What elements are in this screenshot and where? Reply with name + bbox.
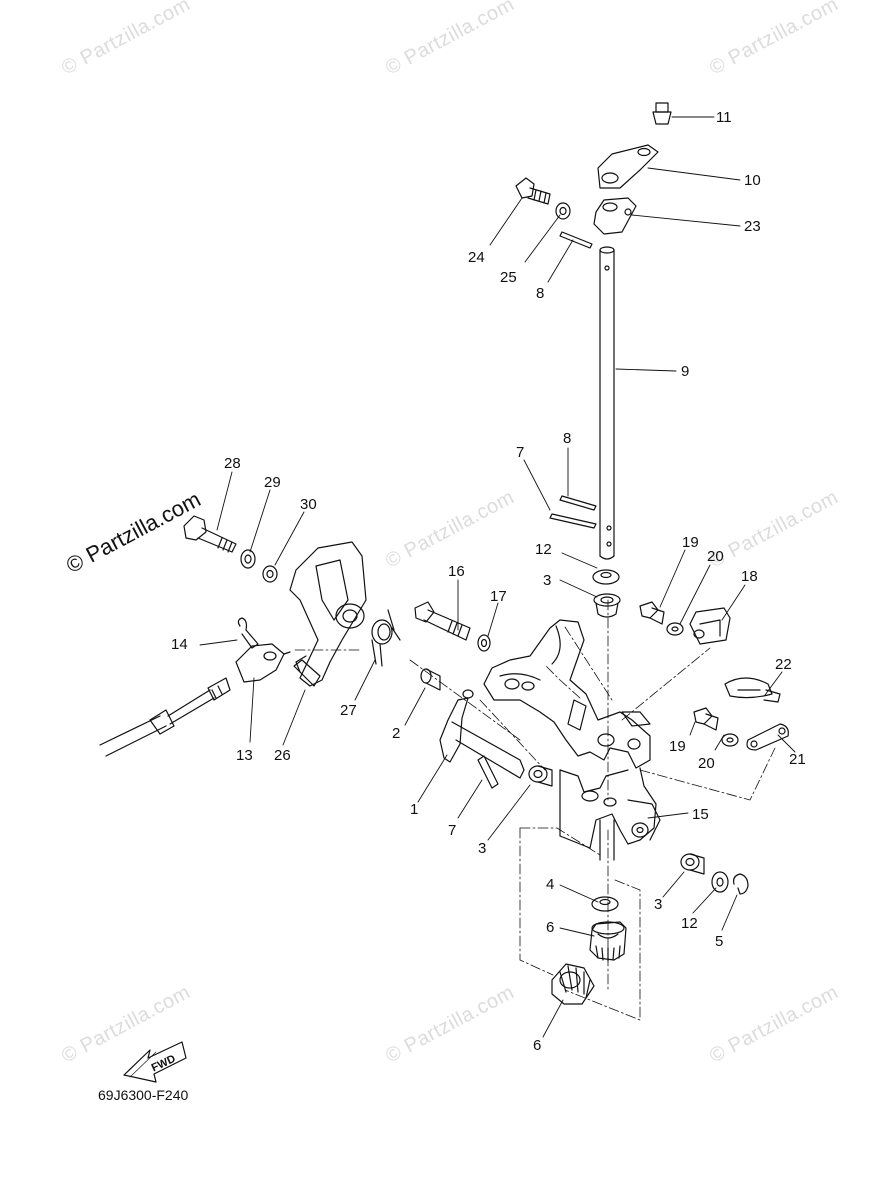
part-5-circlip	[733, 873, 749, 895]
leader-lines	[199, 116, 796, 1038]
callout-4: 4	[546, 876, 555, 893]
alignment-lines	[294, 599, 776, 1021]
part-17-washer	[477, 634, 491, 652]
part-6-gear	[551, 963, 595, 1005]
part-30-washer	[262, 565, 278, 583]
callout-13: 13	[236, 747, 253, 764]
callout-3: 3	[478, 840, 487, 857]
part-19-bolt	[639, 601, 665, 625]
callout-6: 6	[533, 1037, 542, 1054]
callout-10: 10	[744, 172, 761, 189]
part-4-washer	[591, 896, 619, 912]
part-27-spring	[371, 609, 401, 667]
callout-20: 20	[707, 548, 724, 565]
callout-7: 7	[516, 444, 525, 461]
part-21-link	[746, 723, 789, 751]
part-28-bolt	[183, 515, 237, 553]
part-19-bolt	[693, 707, 719, 731]
fwd-arrow-icon	[123, 1041, 187, 1083]
callout-27: 27	[340, 702, 357, 719]
part-26-link	[293, 659, 321, 687]
part-15-shift-bracket	[483, 619, 661, 861]
callout-12: 12	[535, 541, 552, 558]
callout-20: 20	[698, 755, 715, 772]
part-3-bushing	[593, 593, 621, 618]
part-20-washer	[721, 733, 739, 747]
part-7-pin	[477, 755, 499, 789]
part-22-cable-clip	[724, 677, 781, 703]
callout-11: 11	[716, 109, 732, 126]
callout-21: 21	[789, 751, 806, 768]
callout-2: 2	[392, 725, 401, 742]
part-2-collar	[420, 668, 441, 691]
diagram-code: 69J6300-F240	[98, 1087, 189, 1103]
part-8-pin	[559, 495, 597, 511]
shift-cable	[99, 677, 231, 757]
part-23-joint	[593, 197, 637, 235]
fwd-arrow-label: FWD	[150, 1053, 178, 1074]
callout-3: 3	[543, 572, 552, 589]
part-16-bolt	[414, 601, 471, 641]
callout-25: 25	[500, 269, 517, 286]
callout-3: 3	[654, 896, 663, 913]
part-6-gear	[589, 921, 627, 962]
part-1-shift-lever	[439, 689, 525, 779]
part-11-grease-nipple	[652, 102, 672, 125]
part-25-washer	[555, 202, 571, 220]
callout-24: 24	[468, 249, 485, 266]
part-29-lock-washer	[240, 549, 256, 569]
callout-8: 8	[563, 430, 572, 447]
callout-29: 29	[264, 474, 281, 491]
callout-14: 14	[171, 636, 188, 653]
part-8-pin	[559, 231, 593, 249]
callout-16: 16	[448, 563, 465, 580]
callout-15: 15	[692, 806, 709, 823]
part-20-washer	[666, 622, 684, 636]
callout-12: 12	[681, 915, 698, 932]
callout-22: 22	[775, 656, 792, 673]
callout-7: 7	[448, 822, 457, 839]
callout-19: 19	[682, 534, 699, 551]
part-9-shift-rod	[599, 246, 615, 560]
callout-28: 28	[224, 455, 241, 472]
callout-5: 5	[715, 933, 724, 950]
callout-1: 1	[410, 801, 419, 818]
callout-18: 18	[741, 568, 758, 585]
part-3-bushing	[528, 765, 553, 787]
callout-23: 23	[744, 218, 761, 235]
part-30-lever-bracket	[289, 541, 367, 687]
part-12-washer	[711, 871, 729, 893]
part-7-pin	[549, 513, 597, 529]
part-24-bolt	[515, 177, 551, 205]
callout-9: 9	[681, 363, 690, 380]
callout-19: 19	[669, 738, 686, 755]
part-3-bushing	[680, 853, 705, 875]
part-13-cable-joint	[235, 643, 291, 683]
callout-6: 6	[546, 919, 555, 936]
callout-26: 26	[274, 747, 291, 764]
callout-30: 30	[300, 496, 317, 513]
part-18-clamp	[689, 607, 731, 645]
part-14-r-clip	[237, 617, 259, 649]
callout-17: 17	[490, 588, 507, 605]
part-12-washer	[592, 569, 620, 585]
part-10-lever	[597, 144, 659, 189]
callout-8: 8	[536, 285, 545, 302]
